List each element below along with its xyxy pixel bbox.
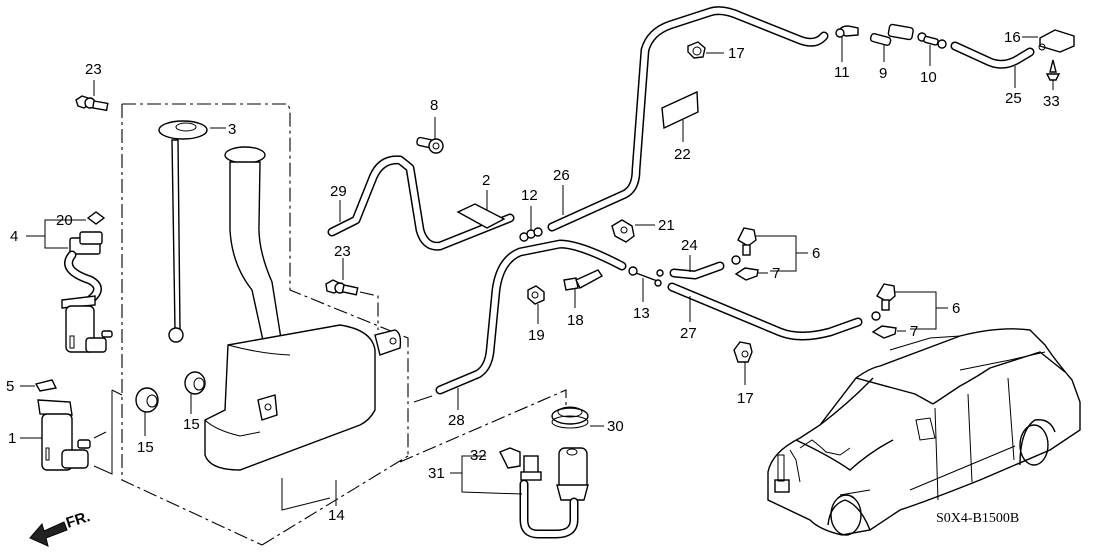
leader-line [895, 291, 937, 330]
callout-11[interactable]: 11 [834, 64, 850, 81]
screw-icon[interactable] [1045, 59, 1061, 81]
callout-20[interactable]: 20 [56, 212, 73, 229]
connector-clip-icon[interactable] [86, 211, 106, 225]
tube-clip-icon[interactable] [563, 269, 604, 291]
pad-icon[interactable] [661, 90, 699, 130]
seal-icon[interactable] [34, 379, 58, 392]
leader-line [93, 390, 113, 475]
leader-line [111, 389, 123, 396]
leader-line [461, 455, 523, 495]
washer-motor-icon[interactable] [37, 399, 91, 471]
callout-33[interactable]: 33 [1043, 93, 1060, 110]
callout-29[interactable]: 29 [330, 183, 347, 200]
leader-line [44, 219, 78, 249]
diagram-code: S0X4-B1500B [936, 511, 1019, 526]
grommet-icon[interactable] [135, 387, 159, 413]
callout-25[interactable]: 25 [1005, 90, 1022, 107]
callout-1[interactable]: 1 [8, 430, 16, 447]
leader-line [413, 395, 433, 403]
callout-15[interactable]: 15 [137, 439, 154, 456]
callout-17[interactable]: 17 [737, 390, 754, 407]
callout-7[interactable]: 7 [772, 265, 780, 282]
nozzle-packing-icon[interactable] [871, 325, 897, 339]
callout-2[interactable]: 2 [482, 172, 490, 189]
tank-group-outline [121, 103, 409, 546]
tube-icon[interactable] [435, 239, 627, 395]
tube-clip-icon[interactable] [527, 285, 545, 305]
leader-line [281, 478, 331, 511]
callout-19[interactable]: 19 [528, 327, 545, 344]
callout-17[interactable]: 17 [728, 45, 745, 62]
three-way-joint-icon[interactable] [628, 266, 664, 287]
callout-13[interactable]: 13 [633, 305, 650, 322]
callout-7[interactable]: 7 [910, 323, 918, 340]
callout-30[interactable]: 30 [607, 418, 624, 435]
callout-31[interactable]: 31 [428, 465, 445, 482]
rear-nozzle-icon[interactable] [1038, 29, 1075, 53]
tube-icon[interactable] [669, 261, 725, 280]
callout-16[interactable]: 16 [1004, 29, 1021, 46]
callout-21[interactable]: 21 [658, 217, 675, 234]
tube-icon[interactable] [327, 155, 515, 251]
callout-12[interactable]: 12 [521, 187, 538, 204]
washer-motor-assembly-icon[interactable] [61, 231, 113, 353]
elbow-joint-icon[interactable] [835, 25, 859, 38]
joint-icon[interactable] [519, 227, 543, 242]
washer-nozzle-icon[interactable] [731, 227, 757, 265]
callout-23[interactable]: 23 [85, 61, 102, 78]
callout-6[interactable]: 6 [952, 300, 960, 317]
callout-27[interactable]: 27 [680, 325, 697, 342]
callout-23[interactable]: 23 [334, 243, 351, 260]
tube-clip-icon[interactable] [687, 41, 706, 59]
connector-clip-icon[interactable] [499, 447, 521, 469]
callout-9[interactable]: 9 [879, 65, 887, 82]
washer-nozzle-icon[interactable] [871, 283, 896, 321]
callout-6[interactable]: 6 [812, 245, 820, 262]
callout-15[interactable]: 15 [183, 416, 200, 433]
callout-26[interactable]: 26 [553, 167, 570, 184]
callout-10[interactable]: 10 [920, 69, 937, 86]
flange-bolt-icon[interactable] [75, 95, 109, 112]
nozzle-packing-icon[interactable] [734, 267, 759, 281]
callout-22[interactable]: 22 [674, 146, 691, 163]
joint-icon[interactable] [917, 32, 947, 49]
callout-32[interactable]: 32 [470, 447, 487, 464]
pad-icon[interactable] [456, 203, 506, 229]
front-direction-arrow-icon [29, 521, 68, 547]
callout-14[interactable]: 14 [328, 507, 345, 524]
reservoir-cap-dipstick-icon[interactable] [158, 120, 208, 343]
callout-5[interactable]: 5 [6, 378, 14, 395]
callout-4[interactable]: 4 [10, 228, 18, 245]
bolt-icon[interactable] [416, 136, 444, 154]
direction-label: FR. [64, 508, 92, 532]
callout-8[interactable]: 8 [430, 97, 438, 114]
grommet-icon[interactable] [184, 371, 206, 395]
callout-24[interactable]: 24 [681, 237, 698, 254]
tube-icon[interactable] [950, 41, 1035, 69]
leader-line [93, 431, 107, 439]
tube-clip-icon[interactable] [611, 219, 635, 243]
tube-clip-icon[interactable] [733, 341, 753, 363]
callout-28[interactable]: 28 [448, 412, 465, 429]
callout-3[interactable]: 3 [228, 121, 236, 138]
washer-tank-icon[interactable] [204, 146, 402, 471]
check-valve-icon[interactable] [869, 23, 914, 46]
level-switch-grommet-icon[interactable] [551, 406, 589, 429]
tube-icon[interactable] [667, 282, 863, 341]
callout-18[interactable]: 18 [567, 312, 584, 329]
level-switch-icon[interactable] [519, 447, 589, 539]
tube-icon[interactable] [547, 6, 829, 232]
vehicle-minivan-icon [767, 328, 1081, 536]
flange-bolt-icon[interactable] [325, 279, 359, 296]
